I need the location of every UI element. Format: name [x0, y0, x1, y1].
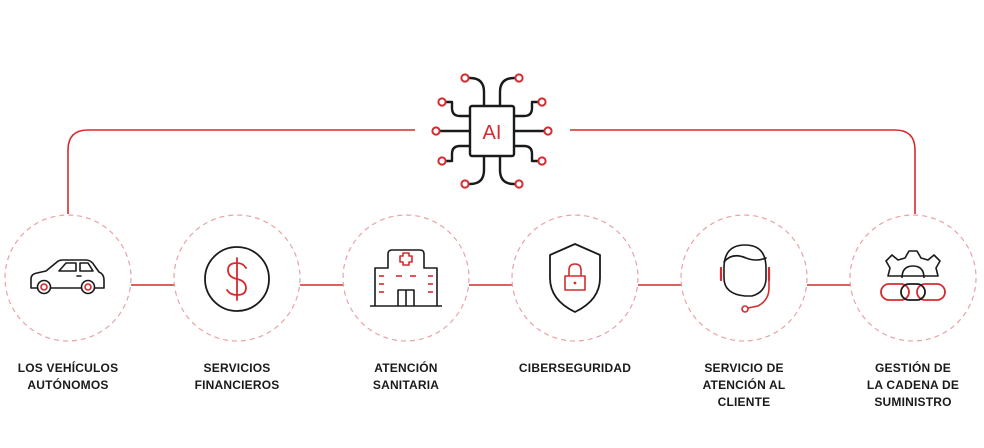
- node-circle: [4, 214, 132, 342]
- node-circles: [4, 214, 977, 342]
- node-circle: [173, 214, 301, 342]
- label-line: CIBERSEGURIDAD: [518, 361, 632, 375]
- node-circle: [849, 214, 977, 342]
- ai-chip-icon: AI: [431, 73, 553, 189]
- dollar-icon: [204, 246, 270, 312]
- label-line: GESTIÓN DE: [874, 361, 951, 375]
- label-line: SERVICIO DE: [704, 361, 784, 375]
- label-autonomous-vehicles: LOS VEHÍCULOS AUTÓNOMOS: [0, 360, 138, 394]
- label-cybersecurity: CIBERSEGURIDAD: [505, 360, 645, 377]
- label-line: SERVICIOS: [203, 361, 271, 375]
- car-icon: [30, 259, 105, 295]
- label-line: FINANCIEROS: [194, 378, 280, 392]
- node-circle: [342, 214, 470, 342]
- gear-chain-icon: [880, 250, 946, 301]
- label-customer-service: SERVICIO DE ATENCIÓN AL CLIENTE: [674, 360, 814, 411]
- label-line: LA CADENA DE: [866, 378, 960, 392]
- ai-chip-label: AI: [483, 122, 502, 144]
- label-financial-services: SERVICIOS FINANCIEROS: [167, 360, 307, 394]
- node-circle: [680, 214, 808, 342]
- label-line: ATENCIÓN: [374, 361, 438, 375]
- headset-agent-icon: [719, 244, 771, 313]
- label-line: SUMINISTRO: [874, 395, 952, 409]
- shield-lock-icon: [549, 243, 601, 313]
- label-line: ATENCIÓN AL: [702, 378, 786, 392]
- label-healthcare: ATENCIÓN SANITARIA: [336, 360, 476, 394]
- label-line: LOS VEHÍCULOS: [17, 361, 119, 375]
- label-line: SANITARIA: [372, 378, 440, 392]
- node-circle: [511, 214, 639, 342]
- label-line: CLIENTE: [717, 395, 771, 409]
- label-line: AUTÓNOMOS: [27, 378, 109, 392]
- label-supply-chain: GESTIÓN DE LA CADENA DE SUMINISTRO: [843, 360, 983, 411]
- hospital-icon: [370, 249, 442, 307]
- connector-line: [67, 129, 916, 214]
